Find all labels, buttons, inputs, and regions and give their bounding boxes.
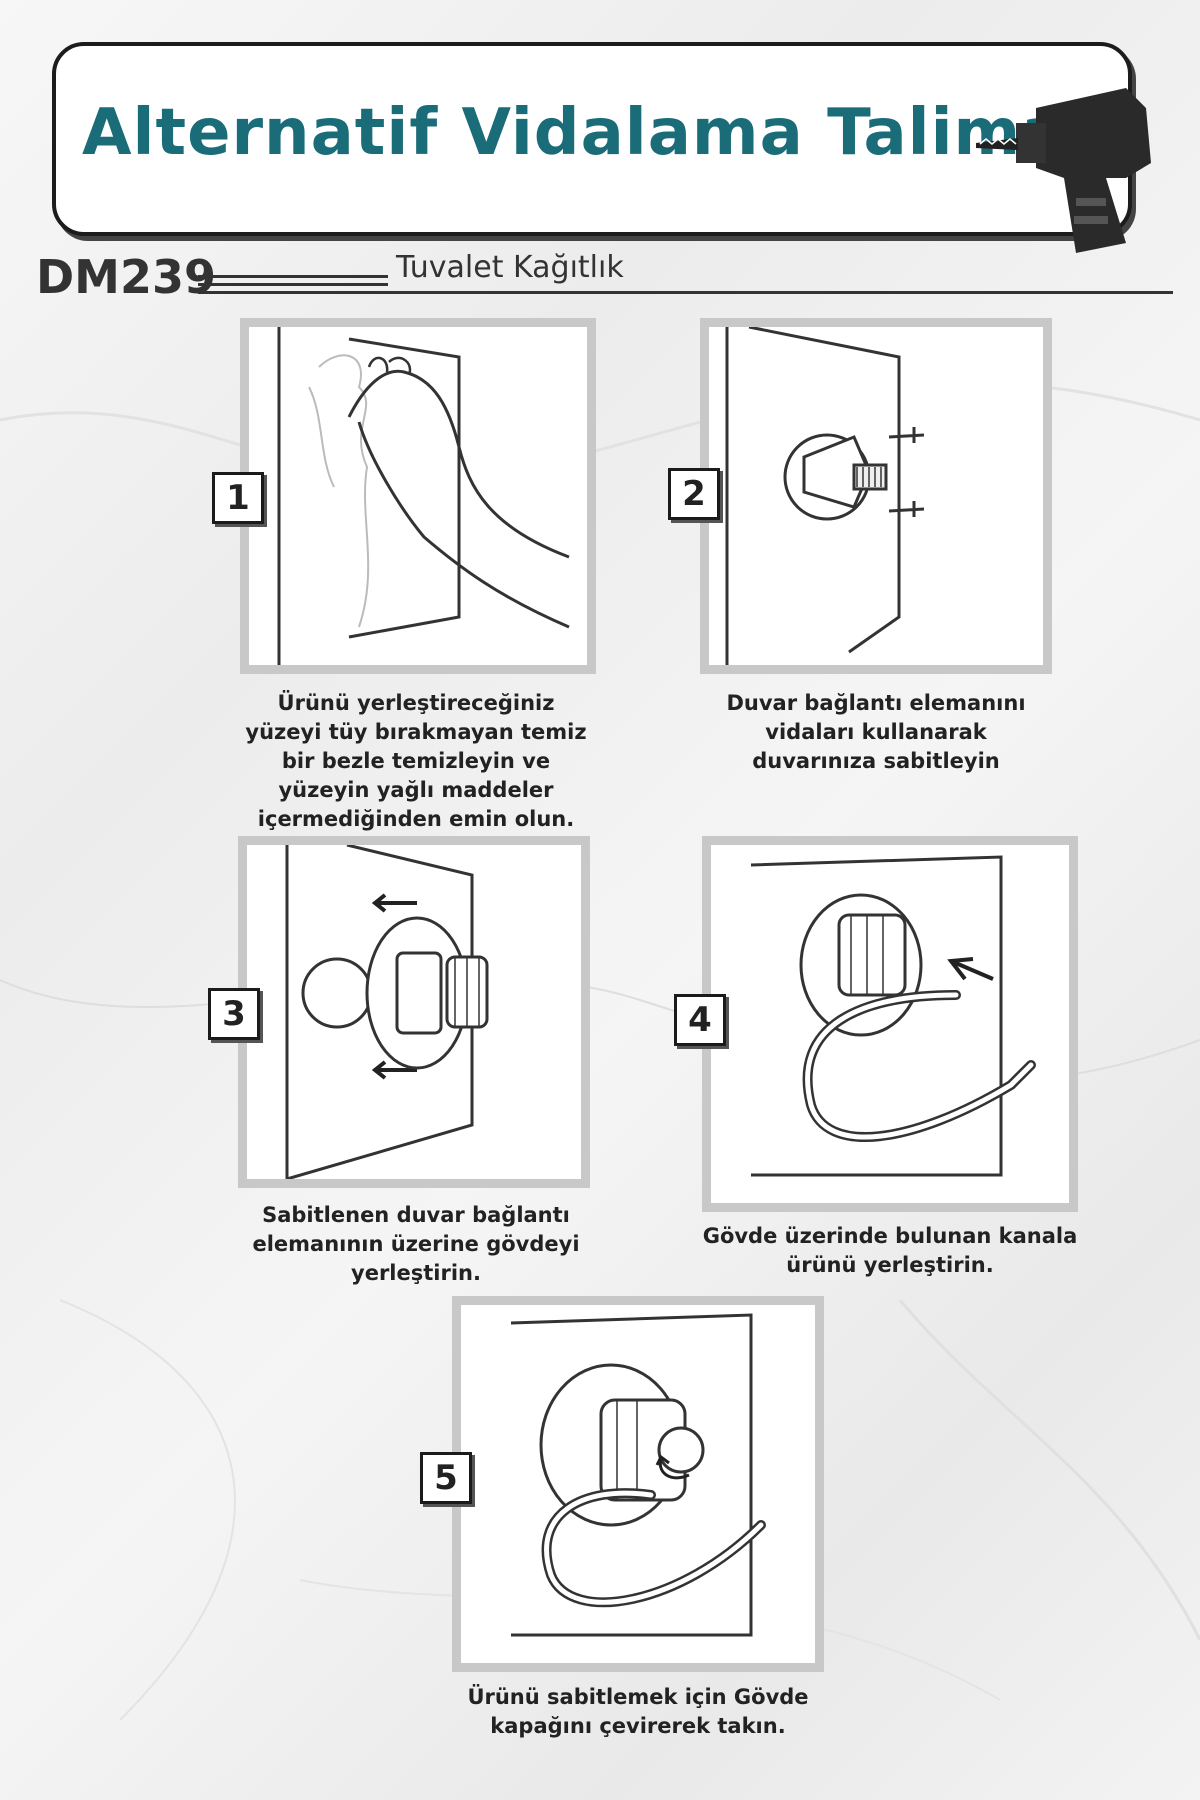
step-4-illustration <box>702 836 1078 1212</box>
title-banner: Alternatif Vidalama Talimatı <box>52 42 1151 253</box>
step-caption: Sabitlenen duvar bağlantı elemanının üze… <box>252 1203 580 1285</box>
divider-line <box>198 275 388 278</box>
step-5-illustration <box>452 1296 824 1672</box>
step-number: 5 <box>420 1452 472 1504</box>
step-caption: Ürünü sabitlemek için Gövde kapağını çev… <box>467 1685 809 1738</box>
divider-line <box>198 291 1173 294</box>
step-caption: Duvar bağlantı elemanını vidaları kullan… <box>726 691 1026 773</box>
product-code: DM239 <box>36 250 216 304</box>
step-number: 3 <box>208 988 260 1040</box>
power-drill-icon <box>976 88 1151 253</box>
step-3-illustration <box>238 836 590 1188</box>
product-name: Tuvalet Kağıtlık <box>396 250 624 285</box>
step-1-illustration <box>240 318 596 674</box>
body-placement-illustration <box>285 845 489 1179</box>
page-title: Alternatif Vidalama Talimatı <box>82 96 1120 170</box>
step-caption: Ürünü yerleştireceğiniz yüzeyi tüy bırak… <box>245 691 587 831</box>
divider-line <box>198 283 388 286</box>
step-caption: Gövde üzerinde bulunan kanala ürünü yerl… <box>702 1224 1078 1277</box>
step-number: 1 <box>212 472 264 524</box>
step-number: 4 <box>674 994 726 1046</box>
cap-twist-illustration <box>510 1313 766 1637</box>
step-2-illustration <box>700 318 1052 674</box>
holder-insertion-illustration <box>750 855 1036 1177</box>
step-number: 2 <box>668 468 720 520</box>
wall-mount-screws-illustration <box>725 327 925 665</box>
wall-cleaning-illustration <box>277 327 570 665</box>
